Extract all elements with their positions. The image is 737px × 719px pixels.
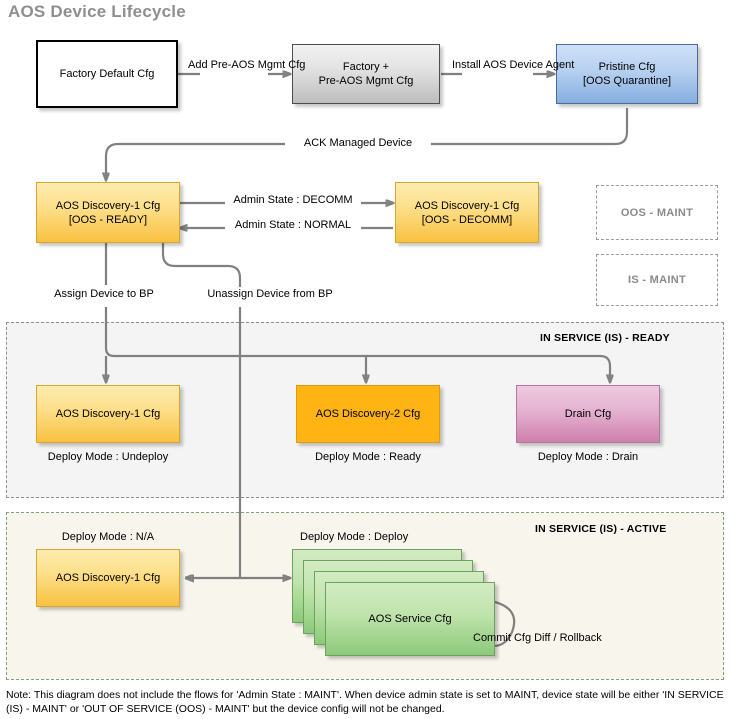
edge-label-install-agent: Install AOS Device Agent <box>452 59 574 72</box>
node-oos-decomm[interactable]: AOS Discovery-1 Cfg [OOS - DECOMM] <box>395 182 539 243</box>
edge-label-add-pre-aos: Add Pre-AOS Mgmt Cfg <box>188 59 305 72</box>
caption-active-service: Deploy Mode : Deploy <box>300 531 409 543</box>
node-factory-plus-pre-aos-mgmt-cfg[interactable]: Factory + Pre-AOS Mgmt Cfg <box>292 44 440 104</box>
node-factory-plus-line1: Factory + <box>342 61 390 73</box>
node-oos-ready-line2: [OOS - READY] <box>68 213 148 226</box>
page-title: AOS Device Lifecycle <box>8 2 186 21</box>
region-in-service-active-title: IN SERVICE (IS) - ACTIVE <box>535 523 667 535</box>
edge-label-ack-managed-device: ACK Managed Device <box>285 137 431 150</box>
node-oos-ready[interactable]: AOS Discovery-1 Cfg [OOS - READY] <box>36 182 180 243</box>
node-is-maint-label: IS - MAINT <box>628 274 686 286</box>
node-oos-maint[interactable]: OOS - MAINT <box>596 185 718 240</box>
node-ready-discovery2[interactable]: AOS Discovery-2 Cfg <box>296 385 440 443</box>
edge-label-add-pre-aos-line2: Mgmt Cfg <box>257 59 306 71</box>
node-oos-decomm-line1: AOS Discovery-1 Cfg <box>414 199 520 212</box>
node-pristine-cfg-line1: Pristine Cfg <box>598 61 656 73</box>
edge-label-commit-cfg-diff-rollback: Commit Cfg Diff / Rollback <box>473 632 602 644</box>
node-factory-default-cfg[interactable]: Factory Default Cfg <box>36 40 178 108</box>
node-ready-drain-label: Drain Cfg <box>564 408 612 420</box>
node-oos-ready-line1: AOS Discovery-1 Cfg <box>55 199 161 212</box>
node-ready-discovery1-label: AOS Discovery-1 Cfg <box>55 408 161 420</box>
node-factory-default-cfg-label: Factory Default Cfg <box>59 68 155 80</box>
node-ready-discovery1[interactable]: AOS Discovery-1 Cfg <box>36 385 180 443</box>
region-in-service-ready-title: IN SERVICE (IS) - READY <box>540 332 670 344</box>
node-pristine-cfg[interactable]: Pristine Cfg [OOS Quarantine] <box>556 44 698 104</box>
node-ready-discovery2-label: AOS Discovery-2 Cfg <box>315 408 421 420</box>
caption-active-discovery1: Deploy Mode : N/A <box>61 531 155 543</box>
edge-label-assign-device-to-bp: Assign Device to BP <box>40 288 168 301</box>
footer-note: Note: This diagram does not include the … <box>6 689 724 715</box>
caption-ready-discovery1: Deploy Mode : Undeploy <box>47 451 169 463</box>
edge-label-admin-state-normal: Admin State : NORMAL <box>225 219 361 232</box>
node-oos-decomm-line2: [OOS - DECOMM] <box>421 213 513 226</box>
node-factory-plus-line2: Pre-AOS Mgmt Cfg <box>318 75 414 87</box>
caption-ready-discovery2: Deploy Mode : Ready <box>315 451 421 463</box>
edge-label-add-pre-aos-line1: Add Pre-AOS <box>188 59 255 71</box>
edge-label-unassign-device-from-bp: Unassign Device from BP <box>190 288 350 301</box>
node-active-discovery1-label: AOS Discovery-1 Cfg <box>55 572 161 584</box>
node-active-service-cfg[interactable]: AOS Service Cfg <box>325 582 495 656</box>
edge-label-install-agent-line2: Device Agent <box>509 59 575 71</box>
node-oos-maint-label: OOS - MAINT <box>620 206 694 219</box>
node-pristine-cfg-line2: [OOS Quarantine] <box>582 75 672 87</box>
caption-ready-drain: Deploy Mode : Drain <box>537 451 639 463</box>
node-ready-drain[interactable]: Drain Cfg <box>516 385 660 443</box>
edge-label-admin-state-decomm: Admin State : DECOMM <box>225 194 361 207</box>
node-is-maint[interactable]: IS - MAINT <box>596 254 718 306</box>
node-active-discovery1[interactable]: AOS Discovery-1 Cfg <box>36 549 180 607</box>
node-active-service-cfg-label: AOS Service Cfg <box>368 613 452 625</box>
edge-label-install-agent-line1: Install AOS <box>452 59 507 71</box>
